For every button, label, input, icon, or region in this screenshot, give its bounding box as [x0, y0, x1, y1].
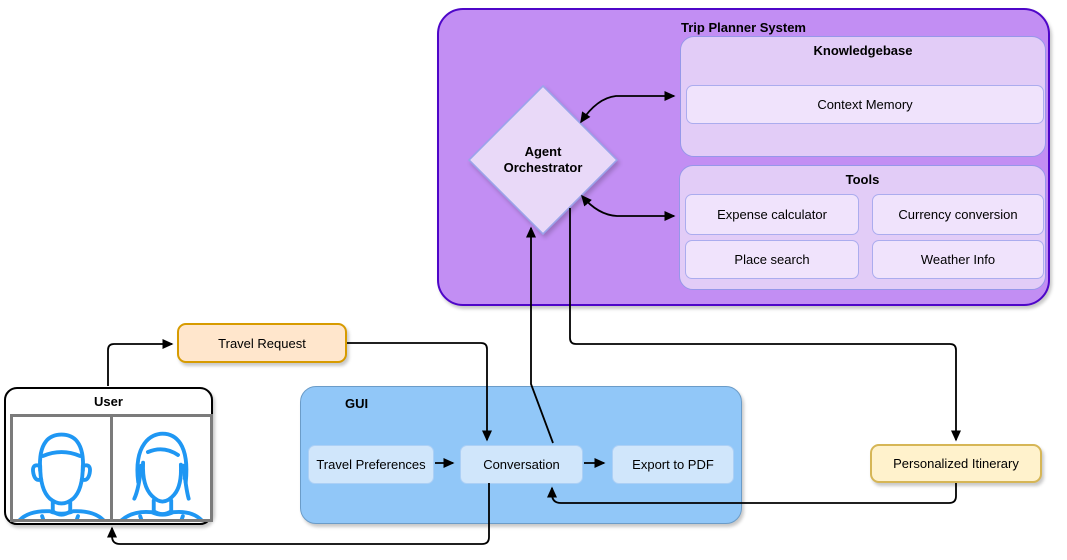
gui-title: GUI [345, 396, 369, 411]
context-memory-node: Context Memory [686, 85, 1044, 124]
knowledgebase-container: Knowledgebase Context Memory [680, 36, 1046, 157]
conversation-node: Conversation [460, 445, 583, 484]
tools-title: Tools [845, 172, 880, 187]
weather-info-node: Weather Info [872, 240, 1044, 279]
travel-preferences-node: Travel Preferences [308, 445, 434, 484]
agent-orchestrator-label: Agent Orchestrator [503, 144, 583, 175]
expense-calculator-node: Expense calculator [685, 194, 859, 235]
personalized-itinerary-node: Personalized Itinerary [870, 444, 1042, 483]
currency-conversion-node: Currency conversion [872, 194, 1044, 235]
place-search-node: Place search [685, 240, 859, 279]
male-user-icon [13, 417, 113, 519]
user-title: User [94, 394, 123, 409]
edge-user-to-travel-request [107, 339, 174, 386]
female-user-icon [113, 417, 210, 519]
user-box: User [4, 387, 213, 525]
travel-request-node: Travel Request [177, 323, 347, 363]
user-photos-frame [10, 414, 213, 522]
trip-planner-title: Trip Planner System [681, 20, 806, 35]
knowledgebase-title: Knowledgebase [813, 43, 913, 58]
export-to-pdf-node: Export to PDF [612, 445, 734, 484]
gui-container: GUI Travel Preferences Conversation Expo… [300, 386, 742, 524]
tools-container: Tools Expense calculator Currency conver… [679, 165, 1046, 290]
